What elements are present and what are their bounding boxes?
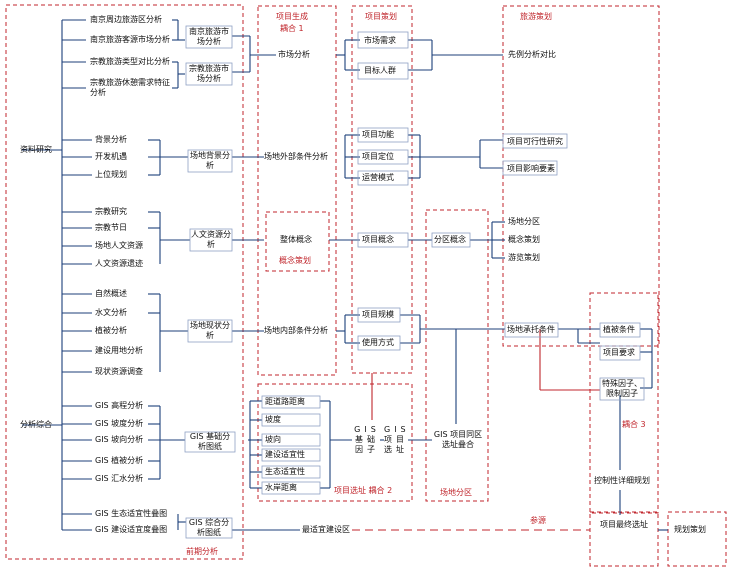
node-g-zz: 项目最终选址: [600, 520, 648, 529]
node-gnch: 概念策划: [508, 235, 540, 244]
frame-title-d: 项目策划: [365, 12, 397, 21]
node-gm: 项目规模: [362, 310, 394, 319]
label-cy: 参源: [530, 516, 546, 525]
node-gis-pd: GIS 坡度分析: [95, 419, 144, 428]
node-yx: 项目影响要素: [507, 164, 555, 173]
node-rw-zz: 人文资源遗迹: [95, 259, 143, 268]
node-dw: 项目定位: [362, 152, 394, 161]
node-sc: 市场分析: [278, 50, 310, 59]
node-jl: 距道路距离: [265, 397, 305, 406]
node-cz: 场地承托条件: [507, 325, 555, 334]
research-label: 资料研究: [20, 145, 52, 154]
node-zj-jr: 宗教节日: [95, 223, 127, 232]
node-rw-zy: 人文资源分析: [191, 230, 231, 249]
node-g-yq: 项目要求: [603, 348, 635, 357]
node-gis-jc: GIS 基础分析图纸: [189, 432, 231, 451]
node-zr: 自然概述: [95, 289, 127, 298]
node-gis-gc: GIS 高程分析: [95, 401, 144, 410]
node-zj-yj: 宗教研究: [95, 207, 127, 216]
node-gis-px: GIS 坡向分析: [95, 435, 144, 444]
node-gis-hs: GIS 汇水分析: [95, 474, 144, 483]
node-nj-sc: 南京旅游市场分析: [189, 27, 229, 46]
node-fq: 分区概念: [434, 235, 466, 244]
node-sa: 水岸距离: [265, 483, 297, 492]
node-nb: 场地内部条件分析: [264, 326, 328, 335]
frame-title-f: 旅游策划: [520, 12, 552, 21]
node-zb: 植被分析: [95, 326, 127, 335]
frame-title-c1: 项目生成: [276, 12, 308, 21]
node-xq: 市场需求: [364, 36, 396, 45]
node-pd: 坡度: [265, 415, 281, 424]
node-zj-xq: 宗教旅游休憩需求特征分析: [90, 78, 170, 97]
node-px: 坡向: [265, 435, 281, 444]
frame-title-ou3: 耦合 3: [622, 420, 646, 429]
node-sw: 上位规划: [95, 170, 127, 179]
node-yy: 运营模式: [362, 173, 394, 182]
node-sw2: 水文分析: [95, 308, 127, 317]
node-zs: 最适宜建设区: [302, 525, 350, 534]
node-gis-dd: GIS 项目同区选址叠合: [433, 430, 483, 449]
node-st: 生态适宜性: [265, 467, 305, 476]
node-gis-xm: GIS 项目选址: [384, 425, 410, 454]
node-cd-rw: 场地人文资源: [95, 241, 143, 250]
node-cdfq: 场地分区: [508, 217, 540, 226]
node-gis-jsd: GIS 建设适宜度叠图: [95, 525, 168, 534]
node-nj-ky: 南京旅游客源市场分析: [90, 35, 170, 44]
node-js: 建设用地分析: [95, 346, 143, 355]
node-jsd: 建设适宜性: [265, 450, 305, 459]
node-mb: 目标人群: [364, 66, 396, 75]
analysis-label: 分析综合: [20, 420, 52, 429]
node-ylch: 游览策划: [508, 253, 540, 262]
node-bj: 背景分析: [95, 135, 127, 144]
node-g-kz: 控制性详细规划: [594, 476, 650, 485]
node-zj-lx: 宗教旅游类型对比分析: [90, 57, 170, 66]
node-g-gh: 规划策划: [674, 525, 706, 534]
node-wb: 场地外部条件分析: [264, 152, 328, 161]
node-gn2: 项目概念: [362, 235, 394, 244]
node-sy: 使用方式: [362, 338, 394, 347]
node-xz: 现状资源调查: [95, 367, 143, 376]
node-box-outlines: [184, 25, 645, 539]
node-kf: 开发机遇: [95, 152, 127, 161]
node-nj-zb: 南京周边旅游区分析: [90, 15, 162, 24]
node-gis-zb: GIS 植被分析: [95, 456, 144, 465]
node-zj-sc: 宗教旅游市场分析: [189, 64, 229, 83]
node-kx: 项目可行性研究: [507, 137, 563, 146]
node-g-zb: 植被条件: [603, 325, 635, 334]
node-cd-bj: 场地背景分析: [190, 151, 230, 170]
frame-title-gnch: 概念策划: [279, 256, 311, 265]
node-zt: 整体概念: [280, 235, 312, 244]
node-gis-jcyz: GIS 基础因子: [354, 425, 380, 454]
frame-title-e: 场地分区: [440, 488, 472, 497]
node-gis-st: GIS 生态适宜性叠图: [95, 509, 168, 518]
dashed-frames: [5, 4, 727, 567]
node-g-ts: 特殊因子、限制因子: [602, 379, 642, 398]
node-cd-xz: 场地现状分析: [190, 321, 230, 340]
node-gn: 项目功能: [362, 130, 394, 139]
node-gis-zh: GIS 综合分析图纸: [188, 518, 230, 537]
node-xj: 先例分析对比: [508, 50, 556, 59]
frame-title-xzou: 项目选址 耦合 2: [334, 486, 393, 495]
frame-title-qq: 前期分析: [186, 547, 218, 556]
frame-title-c2: 耦合 1: [280, 24, 304, 33]
